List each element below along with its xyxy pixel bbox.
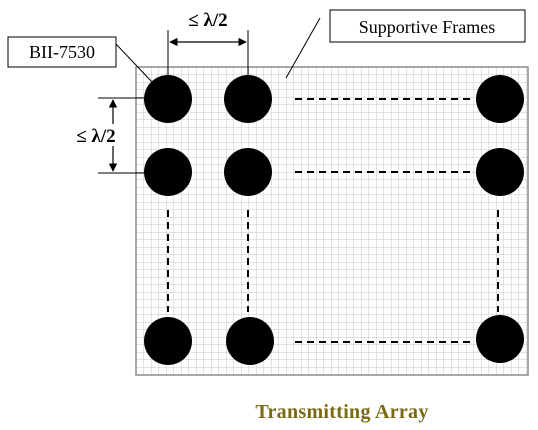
vertical-spacing-label: ≤ λ/2 (76, 126, 115, 147)
array-element (226, 317, 274, 365)
supportive-frame-grid (135, 66, 529, 376)
array-element (476, 148, 524, 196)
array-element (476, 75, 524, 123)
array-element (224, 148, 272, 196)
array-element (144, 317, 192, 365)
diagram-caption: Transmitting Array (255, 401, 428, 423)
horizontal-spacing-dimension: ≤ λ/2 (167, 10, 249, 75)
array-element (144, 148, 192, 196)
frames-label: Supportive Frames (359, 17, 496, 37)
vertical-spacing-dimension: ≤ λ/2 (70, 97, 145, 174)
array-element (476, 315, 524, 363)
horizontal-spacing-label: ≤ λ/2 (188, 10, 227, 31)
element-label-leader (115, 43, 153, 83)
omitted-elements-dashes (167, 98, 499, 343)
frames-label-leader (285, 17, 321, 79)
array-elements (144, 75, 524, 365)
frames-label-box: Supportive Frames (329, 9, 526, 43)
element-label-box: BII-7530 (7, 36, 117, 68)
array-element (224, 75, 272, 123)
array-element (144, 75, 192, 123)
element-label: BII-7530 (29, 42, 95, 62)
